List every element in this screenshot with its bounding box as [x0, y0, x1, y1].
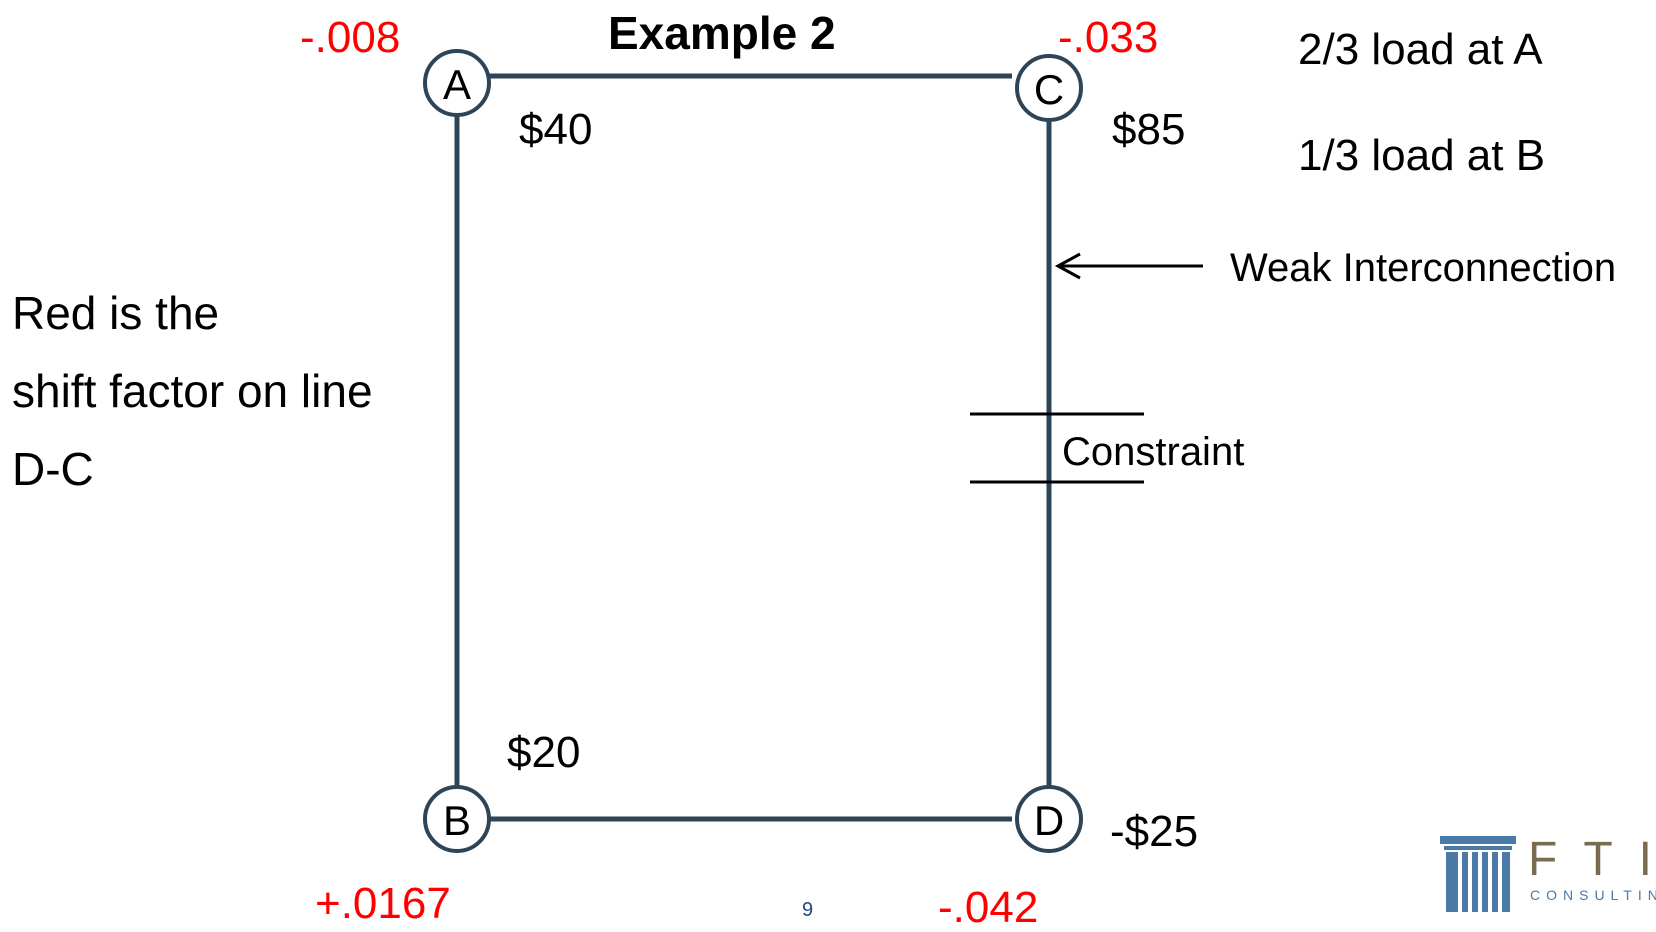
load-note-b: 1/3 load at B [1298, 131, 1546, 180]
weak-interconnection-label: Weak Interconnection [1230, 246, 1617, 290]
logo-sub-text: CONSULTING [1530, 887, 1656, 903]
node-b-label: B [443, 797, 471, 844]
logo-columns-icon [1440, 836, 1516, 912]
price-d: -$25 [1110, 807, 1199, 856]
legend-line-3: D-C [12, 443, 94, 495]
node-c-label: C [1034, 66, 1064, 113]
page-number: 9 [802, 899, 814, 921]
load-note-a: 2/3 load at A [1298, 25, 1543, 74]
diagram-title: Example 2 [608, 7, 836, 59]
node-a-label: A [443, 61, 471, 108]
node-a: A [423, 49, 491, 117]
logo-brand-text: FTI [1528, 836, 1652, 886]
shift-factor-c: -.033 [1058, 13, 1159, 62]
price-b: $20 [507, 728, 581, 777]
node-d-label: D [1034, 797, 1064, 844]
shift-factor-d: -.042 [938, 883, 1039, 932]
price-c: $85 [1112, 105, 1186, 154]
price-a: $40 [519, 105, 593, 154]
fti-consulting-logo: FTI CONSULTING [1440, 836, 1656, 916]
legend-line-2: shift factor on line [12, 365, 373, 417]
weak-interconnection-arrow [1054, 252, 1203, 280]
node-d: D [1015, 785, 1083, 853]
shift-factor-b: +.0167 [315, 879, 451, 928]
node-b: B [423, 785, 491, 853]
legend-line-1: Red is the [12, 287, 220, 339]
shift-factor-a: -.008 [300, 13, 401, 62]
node-c: C [1015, 54, 1083, 122]
constraint-label: Constraint [1062, 430, 1245, 474]
